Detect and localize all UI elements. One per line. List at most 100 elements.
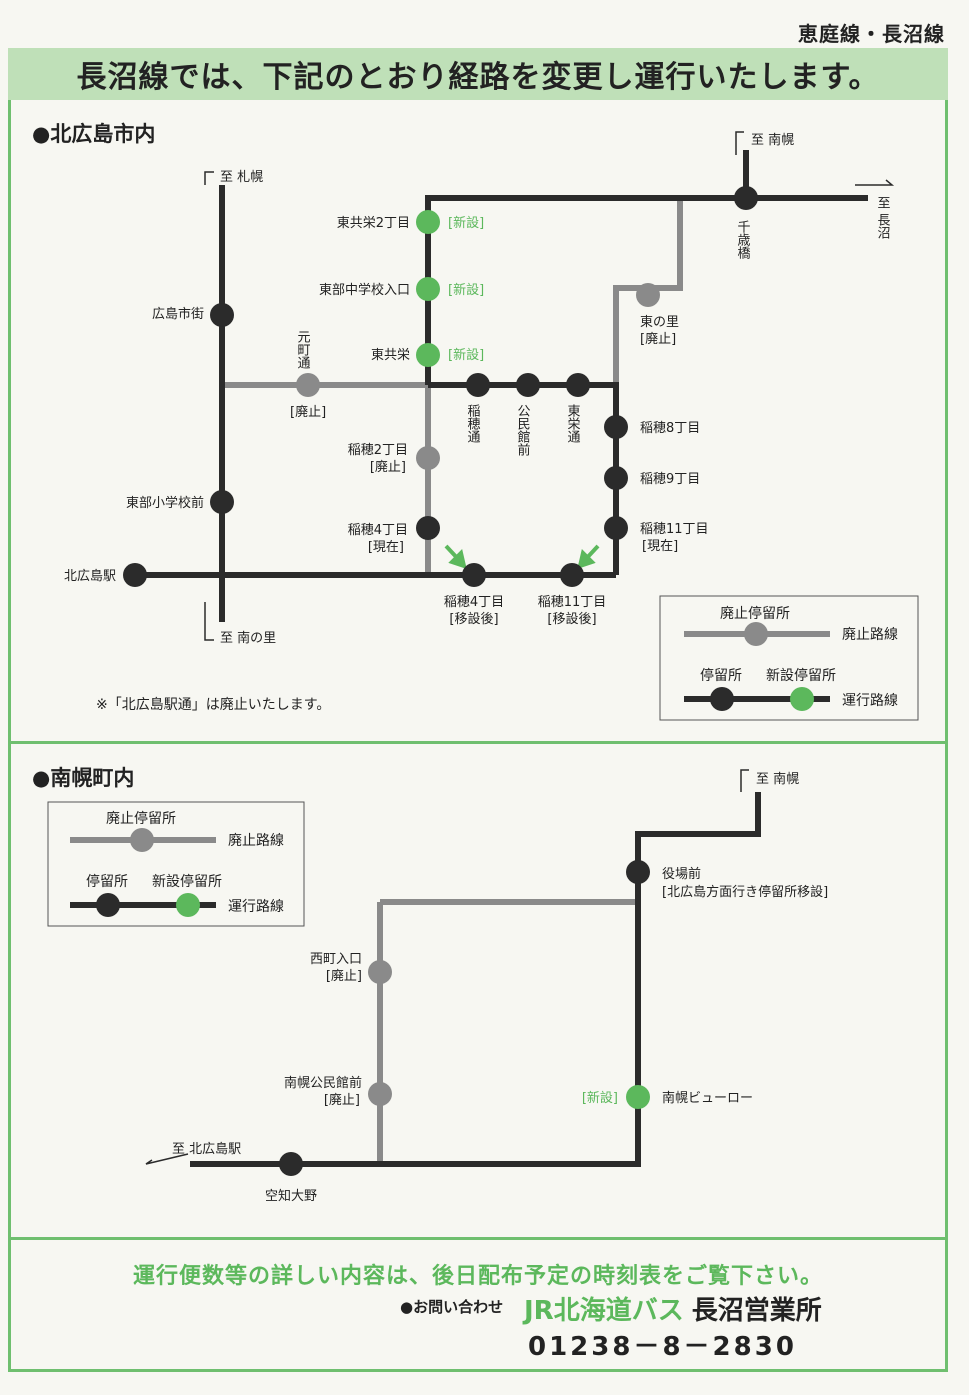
abolished-routes-nanporo xyxy=(377,899,638,1164)
label-inaho2: 稲穂2丁目 xyxy=(348,443,408,458)
labels-nanporo: 至 南幌 至 北広島駅 役場前 [北広島方面行き停留所移設] 西町入口 [廃止]… xyxy=(172,771,828,1204)
label-kominkan: 公民館前 xyxy=(515,404,531,456)
legend-kitahiroshima: 廃止停留所 廃止路線 停留所 新設停留所 運行路線 xyxy=(659,595,919,721)
dir-nanporo-2: 至 南幌 xyxy=(756,771,799,787)
stop-inaho8 xyxy=(604,415,628,439)
stop-higashikyoei xyxy=(416,343,440,367)
stop-nanporo-kominkan xyxy=(368,1082,392,1106)
stops-nanporo xyxy=(279,860,650,1176)
label-motomachi: 元町通 xyxy=(295,330,311,369)
label-inaho11-new: 稲穂11丁目 xyxy=(538,595,607,610)
label-tobu-chugakko: 東部中学校入口 xyxy=(319,282,410,298)
stop-viewlo xyxy=(626,1085,650,1109)
legend-nanporo: 廃止停留所 廃止路線 停留所 新設停留所 運行路線 xyxy=(47,801,305,927)
label-sorachi: 空知大野 xyxy=(265,1188,317,1204)
legend2-stop: 停留所 xyxy=(86,873,128,890)
legend2-abolished-route: 廃止路線 xyxy=(228,832,284,849)
label-viewlo-new: [新設] xyxy=(582,1090,618,1106)
label-new-1: [新設] xyxy=(448,215,484,231)
dir-naganuma: 至 長沼 xyxy=(875,196,891,240)
label-yakubamae: 役場前 xyxy=(662,866,701,882)
label-inaho8: 稲穂8丁目 xyxy=(640,421,700,436)
legend1-route: 運行路線 xyxy=(842,693,898,709)
stop-higashikyoei2 xyxy=(416,210,440,234)
stop-inaho-dori xyxy=(466,373,490,397)
label-inaho11: 稲穂11丁目 xyxy=(640,522,709,537)
stop-yakubamae xyxy=(626,860,650,884)
legend1-abolished-route: 廃止路線 xyxy=(842,626,898,643)
stop-kitahiroshima-eki xyxy=(123,563,147,587)
stop-tobu-chugakko xyxy=(416,277,440,301)
vertical-labels-kitahiroshima: 元町通 稲穂通 公民館前 東栄通 千歳橋 至 長沼 xyxy=(295,196,891,456)
label-inaho4-genzai: [現在] xyxy=(368,540,404,555)
stop-inaho11-current xyxy=(604,516,628,540)
legend1-abolished-stop: 廃止停留所 xyxy=(720,605,790,622)
label-motomachi-haishi: [廃止] xyxy=(290,404,326,420)
stop-inaho4-new xyxy=(462,563,486,587)
label-new-2: [新設] xyxy=(448,282,484,298)
direction-arrows-nanporo xyxy=(145,769,749,1165)
label-viewlo: 南幌ビューロー xyxy=(662,1090,753,1106)
stop-higashinosato xyxy=(636,283,660,307)
label-toei-dori: 東栄通 xyxy=(565,403,581,443)
label-yakuba-note: [北広島方面行き停留所移設] xyxy=(662,884,828,900)
label-inaho4-new: 稲穂4丁目 xyxy=(444,595,504,610)
banner: 長沼線では、下記のとおり経路を変更し運行いたします。 xyxy=(8,48,948,100)
stop-toei-dori xyxy=(566,373,590,397)
legend1-new-stop: 新設停留所 xyxy=(766,667,836,684)
stop-inaho11-new xyxy=(560,563,584,587)
dir-kitahiroshima-eki: 至 北広島駅 xyxy=(172,1142,241,1157)
company-office: 長沼営業所 xyxy=(691,1296,822,1326)
label-chitosebashi: 千歳橋 xyxy=(735,220,751,260)
stop-nishimachi xyxy=(368,960,392,984)
stop-inaho9 xyxy=(604,466,628,490)
dir-nanporo: 至 南幌 xyxy=(751,132,794,148)
route-tag: 恵庭線・長沼線 xyxy=(798,22,945,46)
legend2-abolished-stop: 廃止停留所 xyxy=(106,810,176,827)
contact-label: ●お問い合わせ xyxy=(400,1298,504,1316)
label-higashikyoei: 東共栄 xyxy=(371,347,410,363)
stop-inaho4-current xyxy=(416,516,440,540)
stops-kitahiroshima xyxy=(123,186,758,587)
stop-inaho2 xyxy=(416,446,440,470)
label-nanporo-kominkan-haishi: [廃止] xyxy=(324,1092,360,1108)
phone-number: 01238－8－2830 xyxy=(528,1332,797,1362)
direction-arrows-kitahiroshima xyxy=(204,131,895,641)
stop-hiroshima-shigai xyxy=(210,303,234,327)
section-divider xyxy=(8,741,948,744)
label-inaho4: 稲穂4丁目 xyxy=(348,523,408,538)
legend2-route: 運行路線 xyxy=(228,899,284,915)
nanporo-title: ●南幌町内 xyxy=(32,766,135,790)
label-new-3: [新設] xyxy=(448,347,484,363)
label-inaho11-genzai: [現在] xyxy=(642,539,678,554)
stop-sorachi xyxy=(279,1152,303,1176)
company-name: JR北海道バス長沼営業所 xyxy=(524,1290,822,1327)
label-inaho4-isetsugo: [移設後] xyxy=(449,611,498,627)
dir-sapporo: 至 札幌 xyxy=(220,169,263,185)
footer-message: 運行便数等の詳しい内容は、後日配布予定の時刻表をご覧下さい。 xyxy=(132,1264,823,1289)
label-nishimachi-haishi: [廃止] xyxy=(326,968,362,984)
stop-motomachi xyxy=(296,373,320,397)
label-hiroshima-shigai: 広島市街 xyxy=(152,306,204,322)
legend2-new-stop: 新設停留所 xyxy=(152,873,222,890)
relocation-arrows xyxy=(444,544,600,570)
label-inaho-dori: 稲穂通 xyxy=(465,404,481,443)
label-inaho11-isetsugo: [移設後] xyxy=(547,611,596,627)
operating-routes-kitahiroshima xyxy=(135,150,868,622)
kitahiroshima-title: ●北広島市内 xyxy=(32,122,156,146)
label-nanporo-kominkan: 南幌公民館前 xyxy=(284,1075,362,1091)
company-brand: JR北海道バス xyxy=(524,1296,684,1326)
labels-kitahiroshima: 至 札幌 至 南幌 至 南の里 東共栄2丁目 [新設] 東部中学校入口 [新設]… xyxy=(64,132,794,646)
label-inaho9: 稲穂9丁目 xyxy=(640,472,700,487)
label-nishimachi: 西町入口 xyxy=(310,952,362,967)
stop-tobu-shogakko xyxy=(210,490,234,514)
stop-chitosebashi xyxy=(734,186,758,210)
stop-kominkan xyxy=(516,373,540,397)
operating-routes-nanporo xyxy=(190,792,761,1167)
label-higashinosato-haishi: [廃止] xyxy=(640,331,676,347)
legend1-stop: 停留所 xyxy=(700,667,742,684)
label-tobu-shogakko: 東部小学校前 xyxy=(126,495,204,511)
label-kitahiroshima-eki: 北広島駅 xyxy=(64,569,116,584)
dir-minaminosato: 至 南の里 xyxy=(220,630,276,646)
